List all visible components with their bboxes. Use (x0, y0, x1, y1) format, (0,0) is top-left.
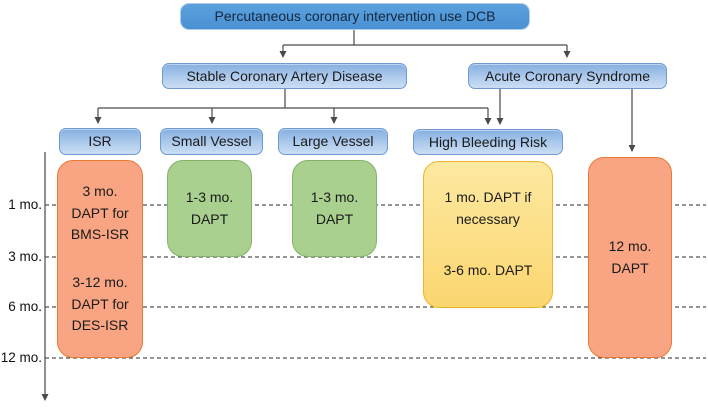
node-small-vessel-label: Small Vessel (171, 133, 252, 150)
tick-6mo: 6 mo. (8, 299, 42, 314)
node-acs-label: Acute Coronary Syndrome (485, 67, 650, 84)
outcome-large-vessel-text: 1-3 mo. DAPT (310, 188, 359, 227)
outcome-small-vessel-dapt: 1-3 mo. DAPT (167, 160, 252, 257)
node-pci-dcb-label: Percutaneous coronary intervention use D… (214, 8, 496, 25)
node-pci-dcb: Percutaneous coronary intervention use D… (180, 3, 530, 30)
node-small-vessel: Small Vessel (160, 128, 263, 155)
node-isr: ISR (59, 128, 141, 155)
outcome-hbr-36mo-text: 3-6 mo. DAPT (443, 262, 533, 279)
outcome-hbr-dapt: 1 mo. DAPT if necessary 3-6 mo. DAPT (423, 161, 553, 308)
node-large-vessel-label: Large Vessel (292, 133, 374, 150)
outcome-hbr-1mo-text: 1 mo. DAPT if necessary (444, 188, 532, 227)
node-stable-cad-label: Stable Coronary Artery Disease (186, 67, 383, 84)
outcome-isr-dapt: 3 mo. DAPT for BMS-ISR 3-12 mo. DAPT for… (57, 160, 143, 358)
node-high-bleeding-risk-label: High Bleeding Risk (428, 133, 548, 150)
outcome-small-vessel-text: 1-3 mo. DAPT (185, 188, 234, 227)
outcome-large-vessel-dapt: 1-3 mo. DAPT (292, 160, 377, 257)
outcome-isr-des-text: 3-12 mo. DAPT for DES-ISR (71, 274, 129, 334)
node-isr-label: ISR (88, 133, 112, 150)
node-large-vessel: Large Vessel (278, 128, 388, 155)
node-stable-cad: Stable Coronary Artery Disease (162, 63, 407, 89)
outcome-acs-dapt: 12 mo. DAPT (588, 157, 672, 358)
outcome-acs-text: 12 mo. DAPT (608, 237, 652, 276)
outcome-isr-bms-text: 3 mo. DAPT for BMS-ISR (70, 182, 130, 243)
node-acs: Acute Coronary Syndrome (468, 63, 667, 89)
tick-3mo: 3 mo. (8, 249, 42, 264)
tick-1mo: 1 mo. (8, 197, 42, 212)
node-high-bleeding-risk: High Bleeding Risk (413, 129, 563, 155)
tick-12mo: 12 mo. (0, 350, 42, 365)
